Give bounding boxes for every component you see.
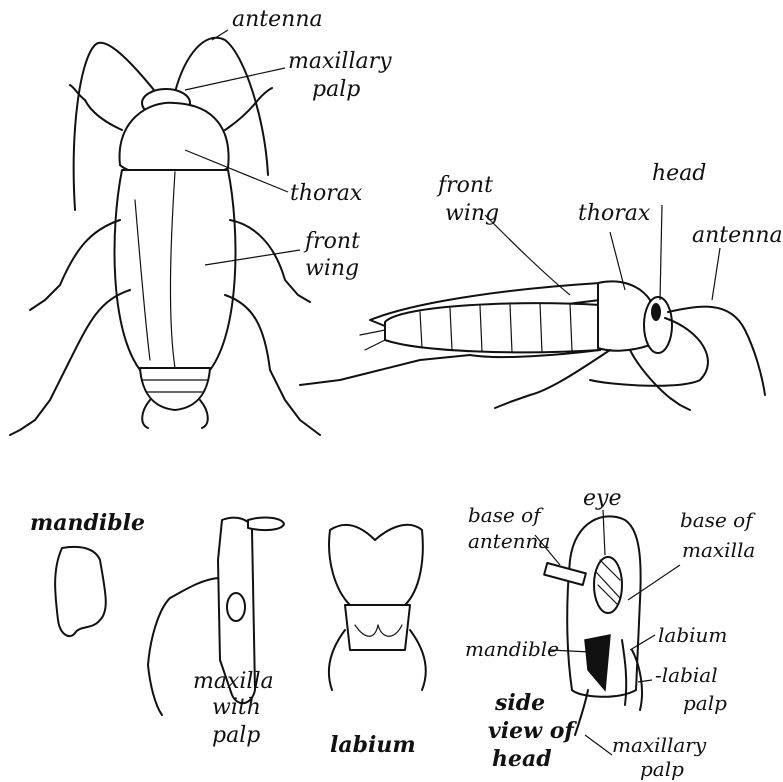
maxilla-lobe [227,593,245,621]
label-base-of-maxilla-1: base of [680,508,756,532]
label-labial-palp-1: -labial [655,663,718,687]
mandible-figure: mandible [30,510,145,636]
leader-maxillary-palp-top [185,68,285,90]
label-maxilla-3: palp [212,723,260,748]
label-maxilla-1: maxilla [193,669,274,694]
label-antenna-top: antenna [232,7,323,32]
label-labial-palp-2: palp [683,691,727,715]
label-antenna-side: antenna [692,223,783,248]
label-thorax-side: thorax [578,201,651,226]
label-front-wing-top-1: front [303,229,360,254]
side-eye [651,303,661,321]
label-maxillary-palp-head-1: maxillary [612,733,707,757]
labium-mentum [329,525,423,605]
head-side-figure: base of antenna eye base of maxilla mand… [465,486,756,781]
leader-maxillary-palp-head [585,735,612,755]
leader-antenna-side [712,248,720,300]
label-side-view-3: head [492,746,552,772]
maxilla-galea [248,517,284,530]
leader-head-side [660,205,662,300]
maxillary-palp-stalk [575,690,588,735]
label-eye: eye [583,486,621,511]
label-base-of-maxilla-2: maxilla [682,538,755,562]
side-leg-front [630,350,690,410]
leader-labial-palp [638,680,652,682]
mandible-shape [55,547,106,636]
label-labium: labium [330,732,416,758]
side-abdomen [385,303,600,352]
pronotum [120,103,229,177]
cockroach-side-view: front wing thorax head antenna [300,161,783,410]
label-base-of-antenna-1: base of [468,503,544,527]
leg-mid-right [230,220,310,302]
leg-mid-left [30,220,120,310]
leader-front-wing-side [485,215,570,295]
label-front-wing-side-2: wing [445,201,499,226]
label-thorax-top: thorax [290,181,363,206]
label-front-wing-top-2: wing [305,256,359,281]
label-front-wing-side-1: front [436,173,493,198]
label-maxillary-palp-head-2: palp [640,757,684,781]
label-mandible: mandible [30,510,145,536]
label-labium-head: labium [658,623,727,647]
label-maxillary-palp-top-2: palp [312,77,360,102]
label-base-of-antenna-2: antenna [468,529,550,553]
label-side-view-2: view of [488,718,577,744]
label-side-view-1: side [494,690,545,716]
leg-front-right [225,88,272,130]
leg-hind-right [225,295,320,435]
cockroach-top-view: antenna maxillary palp thorax front wing [10,7,392,435]
abdomen-tip [140,368,210,410]
label-head-side: head [652,161,706,186]
side-leg-mid [495,350,610,408]
side-antenna-a [668,307,765,395]
side-leg-hind [300,350,600,385]
label-maxilla-2: with [212,695,261,720]
side-cerci [360,330,385,350]
labium-figure: labium [329,525,426,758]
side-thorax [598,281,650,350]
label-mandible-head: mandible [465,637,559,661]
wings-body [115,170,236,370]
leg-hind-left [10,290,130,435]
maxilla-figure: maxilla with palp [148,517,284,748]
label-maxillary-palp-top-1: maxillary [288,49,392,74]
maxillary-palp-drawing [148,578,218,715]
